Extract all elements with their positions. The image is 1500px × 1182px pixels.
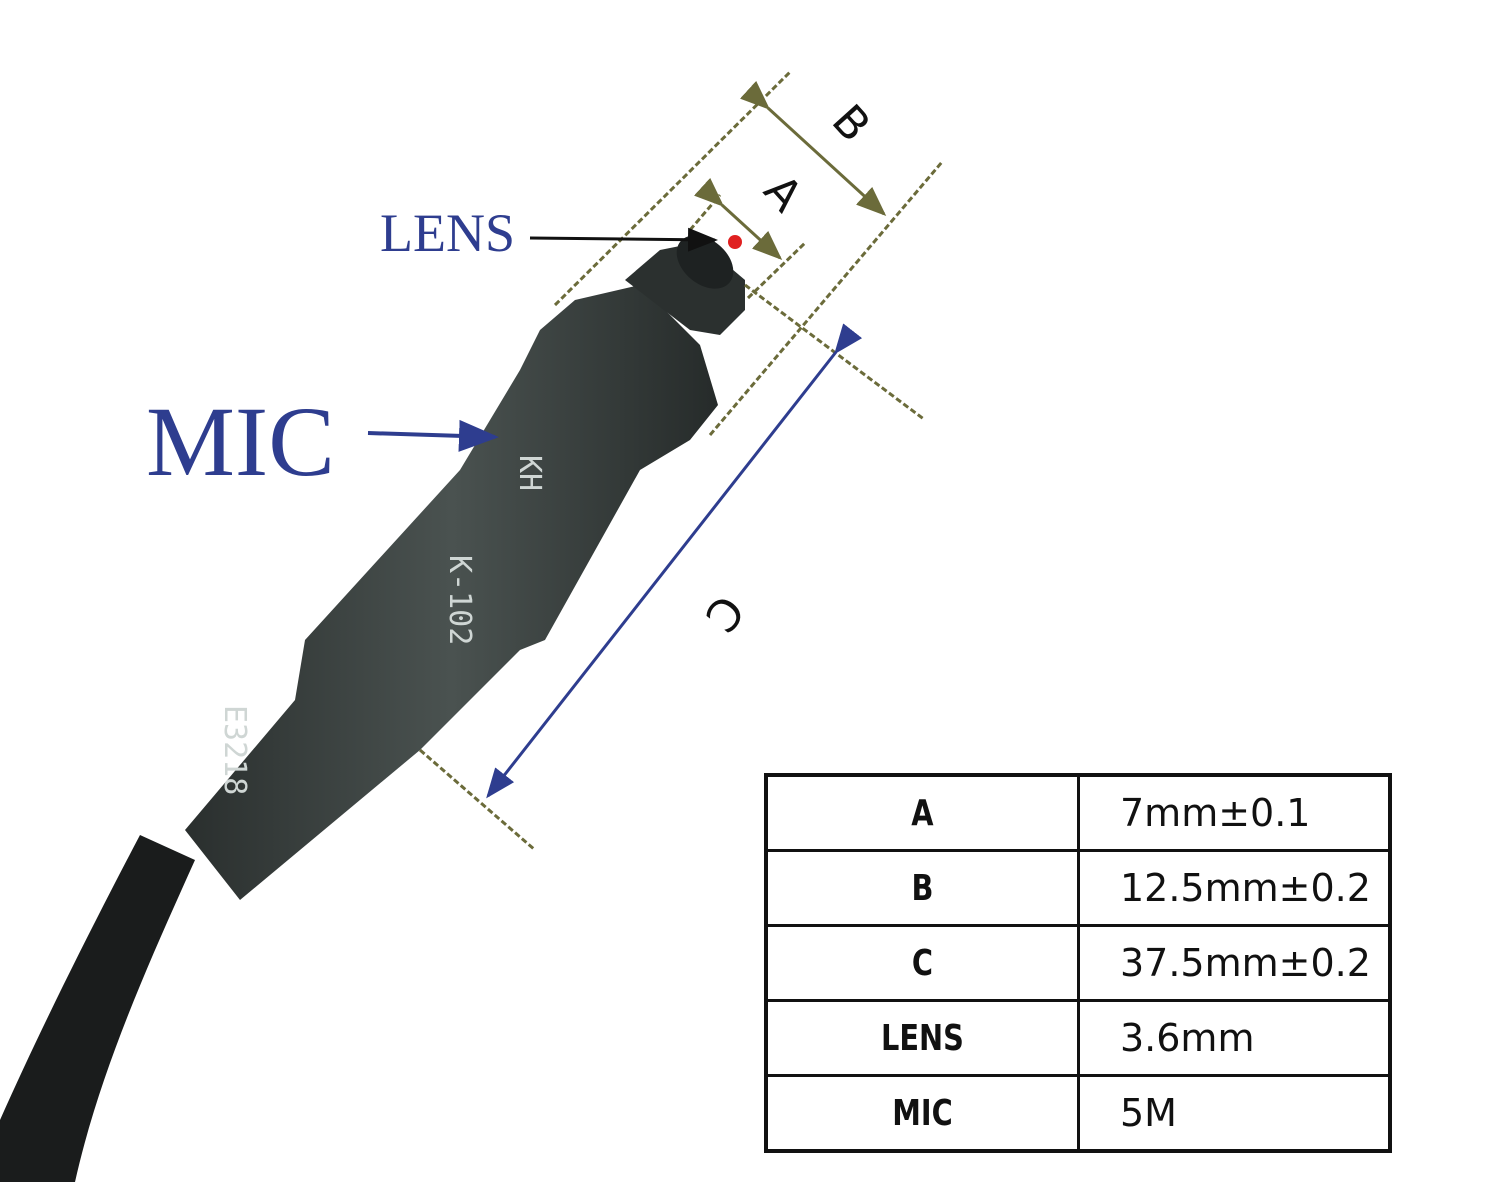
lens-callout-label: LENS <box>380 203 515 263</box>
spec-key: C <box>796 924 1049 1002</box>
spec-value: 7mm±0.1 <box>1077 773 1392 852</box>
sleeve-print-3: E3218 <box>217 705 252 795</box>
spec-key: LENS <box>796 999 1049 1077</box>
sleeve-print-2: K-102 <box>442 555 477 645</box>
spec-value: 37.5mm±0.2 <box>1077 924 1392 1002</box>
table-row: C 37.5mm±0.2 <box>766 924 1392 1002</box>
dimension-a-label: A <box>754 165 812 222</box>
spec-value: 5M <box>1077 1074 1392 1153</box>
spec-value: 12.5mm±0.2 <box>1077 849 1392 927</box>
spec-key: MIC <box>796 1074 1049 1153</box>
mic-callout-label: MIC <box>146 386 335 497</box>
spec-key: B <box>796 849 1049 927</box>
mic-callout-arrow <box>367 419 499 452</box>
spec-key: A <box>796 773 1049 852</box>
lens-callout-arrow <box>529 227 718 252</box>
table-row: LENS 3.6mm <box>766 999 1392 1077</box>
cable <box>0 835 195 1182</box>
table-row: A 7mm±0.1 <box>766 773 1392 852</box>
dimension-c-arrow <box>486 323 863 799</box>
table-row: B 12.5mm±0.2 <box>766 849 1392 927</box>
dimension-b-label: B <box>822 95 880 152</box>
dimension-a-arrow <box>693 177 783 261</box>
sleeve-print-1: KH <box>512 455 547 491</box>
dimension-c-label: C <box>694 585 753 641</box>
spec-table: A 7mm±0.1 B 12.5mm±0.2 C 37.5mm±0.2 LENS 3.6… <box>764 773 1392 1153</box>
spec-value: 3.6mm <box>1077 999 1392 1077</box>
dimension-b-arrow <box>739 80 887 217</box>
table-row: MIC 5M <box>766 1074 1392 1153</box>
lens-point-dot <box>728 235 742 249</box>
